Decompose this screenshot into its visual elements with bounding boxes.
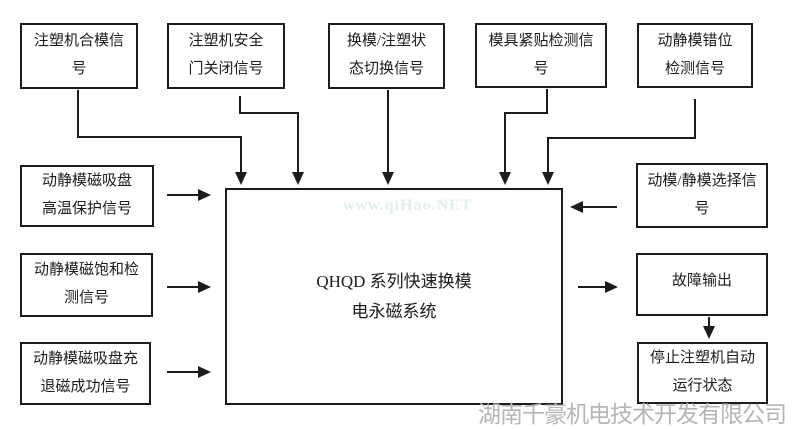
- node-mold-contact-signal: 模具紧贴检测信 号: [475, 23, 607, 88]
- node-safety-door-signal: 注塑机安全 门关闭信号: [167, 23, 285, 89]
- arrow-mold-contact-to-center: [499, 89, 548, 185]
- node-stop-auto-run: 停止注塑机自动 运行状态: [637, 342, 768, 404]
- node-magnetic-saturation-signal: 动静模磁饱和检 测信号: [20, 253, 153, 317]
- node-mode-switch-signal: 换模/注塑状 态切换信号: [328, 23, 445, 89]
- node-mold-select-signal: 动模/静模选择信 号: [636, 163, 768, 228]
- arrow-misalignment-to-center: [542, 99, 696, 185]
- node-misalignment-signal: 动静模错位 检测信号: [637, 23, 753, 88]
- node-fault-output: 故障输出: [636, 253, 768, 316]
- node-center-system: QHQD 系列快速换模 电永磁系统: [225, 188, 563, 405]
- arrow-clamp-signal-to-center: [77, 90, 247, 185]
- arrow-safety-door-to-center: [239, 96, 304, 185]
- node-clamp-signal: 注塑机合模信 号: [20, 23, 138, 89]
- node-magnetize-success-signal: 动静模磁吸盘充 退磁成功信号: [20, 342, 151, 405]
- bottom-watermark: 湖南千豪机电技术开发有限公司: [478, 402, 787, 427]
- node-overtemp-protection-signal: 动静模磁吸盘 高温保护信号: [20, 165, 154, 227]
- center-watermark: www.qiHao.NET: [343, 197, 473, 214]
